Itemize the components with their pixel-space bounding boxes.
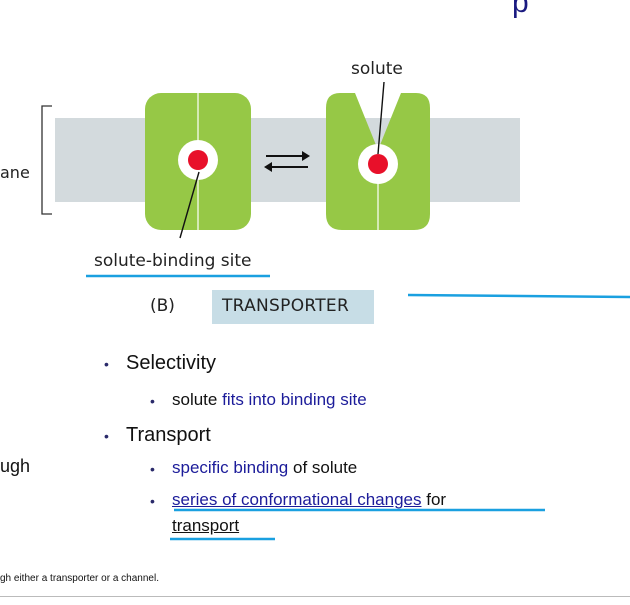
membrane-bracket — [41, 105, 52, 215]
solute-dot-2 — [368, 154, 388, 174]
caption-fragment: gh either a transporter or a channel. — [0, 573, 159, 584]
sub-bullet-specific-binding: •specific binding of solute — [150, 458, 358, 477]
membrane-band — [55, 118, 520, 202]
accent-underlines — [170, 508, 545, 541]
sub-bullet-conformational: •series of conformational changes for — [150, 490, 447, 509]
binding-site-pointer — [179, 171, 200, 239]
solute-dot-1 — [188, 150, 208, 170]
sub-bullet-fits: •solute fits into binding site — [150, 390, 367, 409]
panel-title: TRANSPORTER — [222, 296, 350, 316]
slide-title-fragment: p — [512, 0, 529, 19]
bullet-dot: • — [104, 427, 109, 444]
left-text-fragment: ugh — [0, 456, 31, 476]
bullet-dot: • — [150, 392, 155, 409]
solute-label: solute — [351, 59, 403, 79]
panel-letter: (B) — [150, 296, 175, 316]
bullet-selectivity: •Selectivity — [104, 352, 217, 374]
equilibrium-arrows-icon — [264, 151, 310, 172]
panel-label-box — [212, 290, 374, 324]
bullet-dot: • — [150, 492, 155, 509]
membrane-label-fragment: ane — [0, 163, 30, 182]
bullet-dot: • — [104, 355, 109, 372]
bullet-transport: •Transport — [104, 424, 211, 446]
transporter-state-open-outside — [326, 81, 430, 230]
solute-pointer — [377, 81, 385, 155]
transporter-state-open-inside — [145, 93, 251, 239]
transporter-diagram: ane solute solute-binding site — [0, 59, 520, 278]
footer-divider — [0, 596, 630, 597]
connector-line — [407, 293, 630, 299]
sub-bullet-conformational-line2: transport — [172, 516, 240, 535]
binding-site-label: solute-binding site — [94, 251, 252, 271]
bullet-dot: • — [150, 460, 155, 477]
